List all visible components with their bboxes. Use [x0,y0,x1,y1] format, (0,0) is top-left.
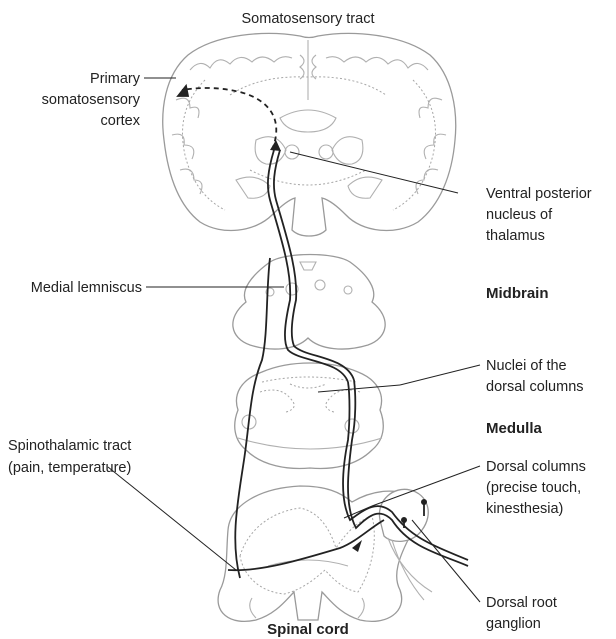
medulla-section [235,363,384,468]
svg-text:Ventral posterior: Ventral posterior [486,186,592,202]
svg-text:thalamus: thalamus [486,228,545,244]
svg-text:kinesthesia): kinesthesia) [486,501,563,517]
svg-text:somatosensory: somatosensory [42,92,141,108]
label-primary-somatosensory-cortex: Primary somatosensory cortex [42,71,141,129]
svg-text:Dorsal root: Dorsal root [486,595,557,611]
label-nuclei-dorsal-columns: Nuclei of the dorsal columns [486,358,584,395]
label-ventral-posterior-nucleus: Ventral posterior nucleus of thalamus [486,186,592,244]
svg-text:Spinothalamic tract: Spinothalamic tract [8,438,131,454]
svg-text:nucleus of: nucleus of [486,207,553,223]
svg-text:(pain, temperature): (pain, temperature) [8,460,131,476]
label-medial-lemniscus: Medial lemniscus [31,280,142,296]
svg-text:cortex: cortex [101,113,141,129]
svg-text:dorsal columns: dorsal columns [486,379,584,395]
midbrain-section [233,255,385,350]
brain-coronal-section [163,33,456,236]
label-spinothalamic-tract: Spinothalamic tract (pain, temperature) [8,438,131,476]
label-spinal-cord: Spinal cord [267,621,349,638]
svg-text:Nuclei of the: Nuclei of the [486,358,567,374]
svg-text:Primary: Primary [90,71,141,87]
svg-text:Dorsal columns: Dorsal columns [486,459,586,475]
label-midbrain: Midbrain [486,285,549,302]
label-dorsal-root-ganglion: Dorsal root ganglion [486,595,557,632]
label-medulla: Medulla [486,420,542,437]
diagram-title: Somatosensory tract [242,11,375,27]
svg-text:ganglion: ganglion [486,616,541,632]
svg-text:(precise touch,: (precise touch, [486,480,581,496]
label-dorsal-columns: Dorsal columns (precise touch, kinesthes… [486,459,586,517]
